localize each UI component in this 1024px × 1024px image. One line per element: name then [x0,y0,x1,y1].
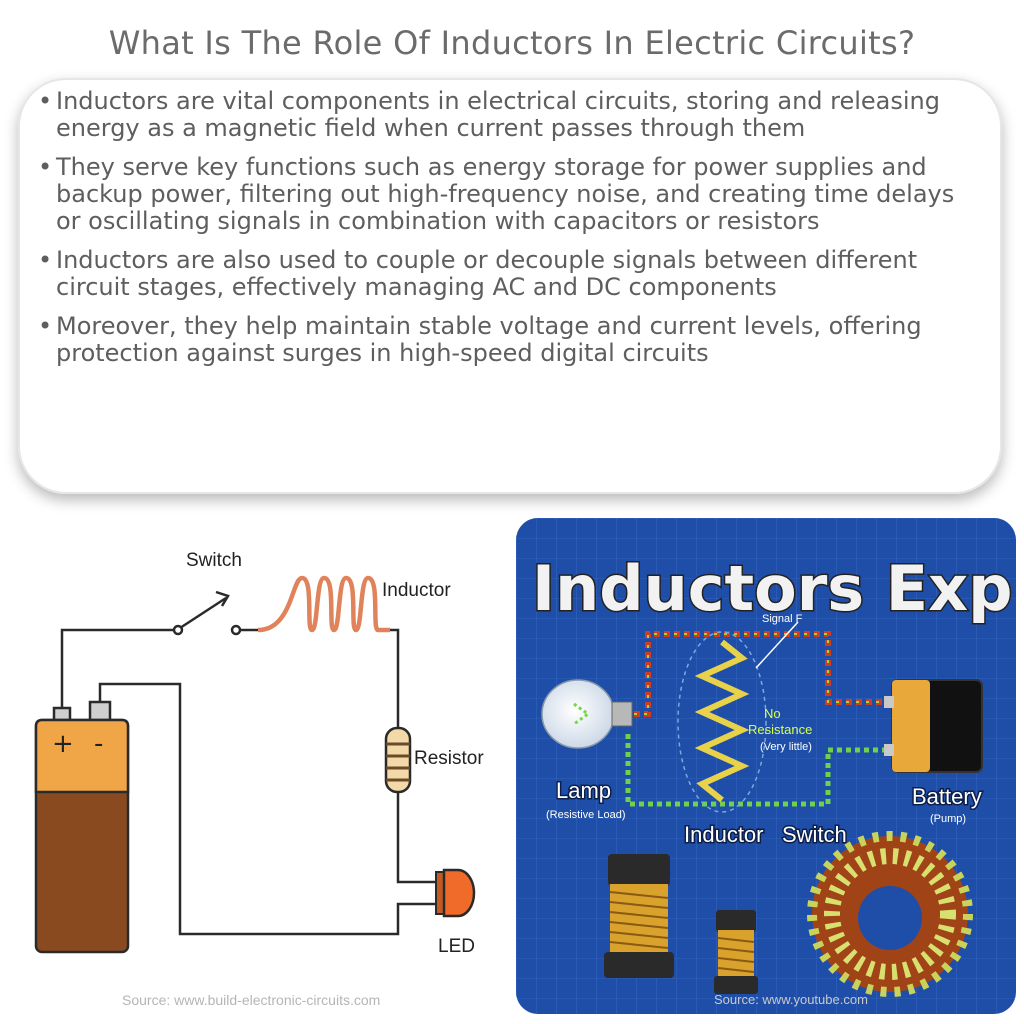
switch-contact [230,624,242,636]
wire [60,628,176,710]
switch-label: Switch [186,550,242,571]
switch-contact [172,624,184,636]
inductor-label: Inductor [382,580,451,601]
no-resistance-label-2: Resistance [748,722,812,737]
wire [98,682,438,936]
switch-label: Switch [782,822,847,847]
lamp-base [611,701,633,727]
lamp-label: Lamp [556,778,611,803]
bullet-item: They serve key functions such as energy … [36,154,986,235]
lamp-bulb [541,679,615,749]
switch-lever [179,596,227,630]
inductors-explained-image: Inductors Explained Signal F No Resistan… [516,518,1016,1014]
led-dome [442,868,476,918]
wire [390,628,400,728]
bullet-item: Inductors are vital components in electr… [36,88,986,142]
green-wire [625,734,888,807]
coil-photo-1 [604,854,674,978]
resistor-label: Resistor [414,748,484,769]
bullet-item: Moreover, they help maintain stable volt… [36,313,986,367]
battery-plus: + [52,729,74,759]
battery-minus: - [94,729,103,759]
led-label: LED [438,936,475,957]
very-little-label: (Very little) [760,741,812,753]
battery-body-top [34,718,130,794]
toroid-coil [807,831,973,997]
panel-title: Inductors Explained [532,552,1016,625]
signal-label: Signal F [762,613,803,625]
inductor-label: Inductor [684,822,764,847]
no-resistance-label: No [764,706,781,721]
wire [396,792,438,884]
coil-photo-2 [714,910,758,994]
lamp-sublabel: (Resistive Load) [546,809,625,821]
left-source: Source: www.build-electronic-circuits.co… [122,992,381,1008]
inductor-coil [257,575,390,633]
battery-label: Battery [912,784,982,809]
inductor-zigzag [694,639,750,803]
bullet-list: Inductors are vital components in electr… [36,88,986,379]
switch-arrow-icon [215,590,230,607]
bullet-item: Inductors are also used to couple or dec… [36,247,986,301]
battery-sublabel: (Pump) [930,813,966,825]
resistor-body [384,726,412,794]
circuit-diagram: Switch Inductor Resistor LED + - [34,550,484,957]
page-title: What Is The Role Of Inductors In Electri… [108,24,916,62]
right-source: Source: www.youtube.com [714,992,868,1007]
